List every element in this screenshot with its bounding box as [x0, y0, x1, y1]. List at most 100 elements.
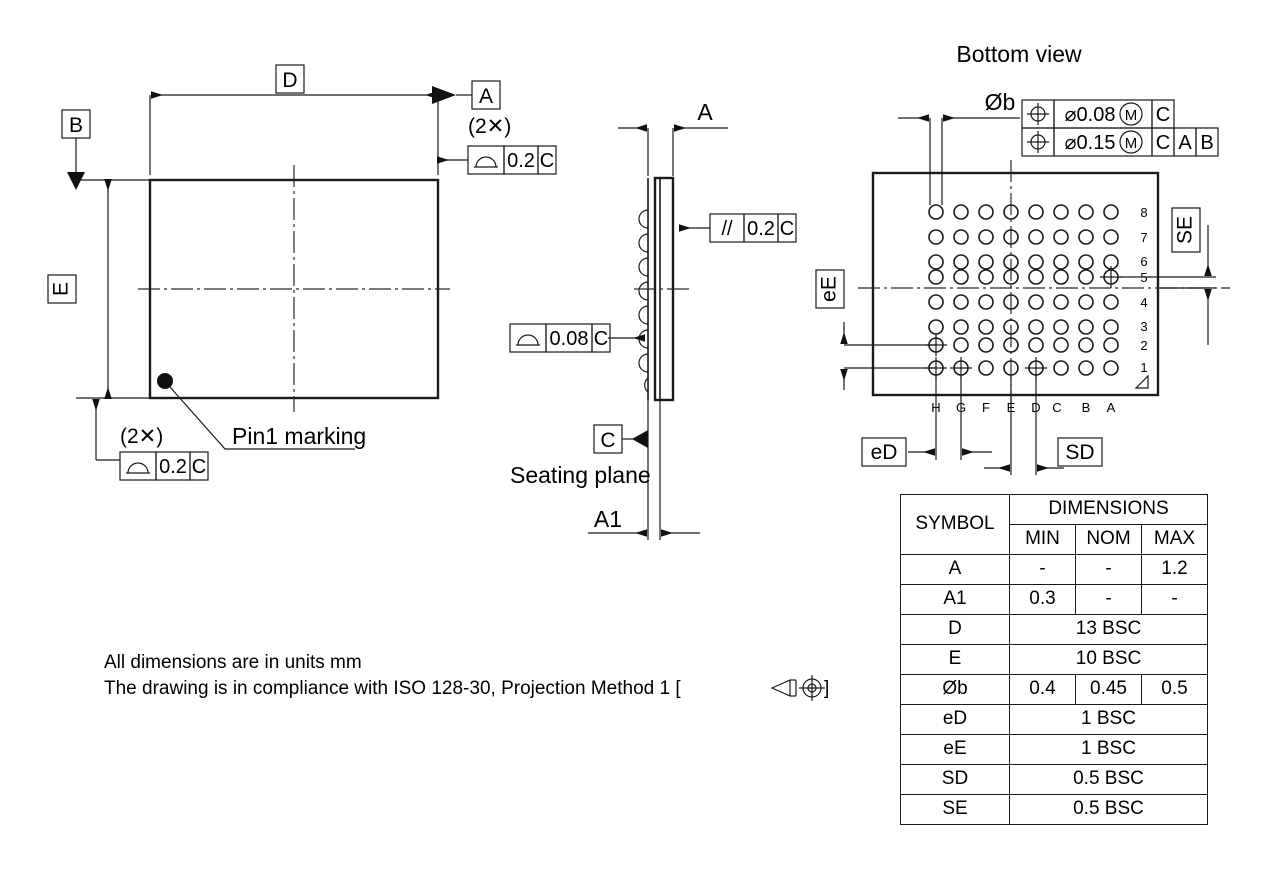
table-cell-symbol: eE: [900, 734, 1010, 765]
pin1-leader-line: [169, 386, 355, 450]
table-cell-value-span: 0.5 BSC: [1009, 794, 1208, 825]
dim-ee-box: [815, 269, 845, 309]
row-label-6: 6: [1140, 254, 1147, 269]
table-cell-nom: 0.45: [1075, 674, 1142, 705]
cone-icon: [770, 679, 791, 697]
datum-a-box: [471, 80, 501, 110]
position-icon: [1027, 131, 1049, 153]
position-icon: [1027, 103, 1049, 125]
ball-row-1: [925, 357, 1119, 379]
fcf-bottom: 0.2 C: [119, 451, 209, 481]
row-label-7: 7: [1140, 230, 1147, 245]
fcf-parallel-datum: C: [780, 218, 794, 240]
projection-method-1-icon: [770, 675, 825, 701]
table-header-nom: NOM: [1075, 524, 1142, 555]
solder-ball: [638, 353, 649, 373]
seating-plane-label: Seating plane: [510, 462, 651, 488]
profile-of-surface-icon: [517, 334, 539, 346]
dim-sd-label: SD: [1065, 441, 1094, 464]
row-label-1: 1: [1140, 360, 1147, 375]
mmc-modifier-circle: [1119, 102, 1143, 126]
fcf-position-2-modifier: M: [1125, 135, 1138, 152]
ball-row-4: [928, 294, 1119, 310]
dim-d-box: [275, 64, 305, 94]
ball-row-6: [928, 254, 1119, 270]
datum-a-triangle: [432, 86, 456, 104]
fcf-top: 0.2 C: [467, 145, 557, 175]
multiplier-bottom-label: (2✕): [120, 425, 163, 448]
dim-ed-label: eD: [871, 441, 898, 464]
table-cell-nom: -: [1075, 584, 1142, 615]
row-label-4: 4: [1140, 295, 1147, 310]
table-header-max: MAX: [1141, 524, 1208, 555]
note-line-2: The drawing is in compliance with ISO 12…: [104, 678, 681, 699]
ball-row-2: [925, 334, 1119, 356]
ball-row-8: [928, 204, 1119, 220]
table-cell-min: 0.4: [1009, 674, 1076, 705]
dim-ob-label: Øb: [985, 89, 1016, 115]
datum-c-triangle: [632, 430, 648, 448]
pin1-corner-chamfer: [1134, 374, 1149, 389]
table-row: A--1.2: [900, 554, 1208, 585]
solder-ball: [638, 257, 649, 277]
fcf-top-tolerance: 0.2: [507, 150, 535, 172]
datum-b-label: B: [69, 114, 83, 137]
table-cell-symbol: A1: [900, 584, 1010, 615]
note-line-1: All dimensions are in units mm: [104, 652, 362, 673]
solder-ball: [638, 233, 649, 253]
table-cell-value-span: 0.5 BSC: [1009, 764, 1208, 795]
note-line-2-close: ]: [824, 678, 829, 699]
dim-e-label: E: [50, 282, 73, 296]
table-cell-min: -: [1009, 554, 1076, 585]
dim-ed-box: [861, 437, 907, 467]
table-cell-value-span: 1 BSC: [1009, 704, 1208, 735]
side-view: A // 0.2 C 0.08 C C Seating plane: [509, 99, 797, 540]
table-cell-value-span: 10 BSC: [1009, 644, 1208, 675]
solder-ball: [638, 281, 649, 301]
bottom-view-title: Bottom view: [956, 41, 1082, 67]
table-cell-symbol: E: [900, 644, 1010, 675]
fcf-top-datum: C: [540, 150, 554, 172]
multiplier-top-label: (2✕): [468, 115, 511, 138]
solder-ball-profiles: [638, 209, 649, 393]
parallelism-icon: //: [721, 218, 733, 240]
row-label-2: 2: [1140, 338, 1147, 353]
col-label-b: B: [1082, 400, 1091, 415]
fcf-position-2-datum-a: A: [1178, 132, 1192, 154]
table-cell-max: 0.5: [1141, 674, 1208, 705]
table-cell-value-span: 13 BSC: [1009, 614, 1208, 645]
fcf-bottom-tolerance: 0.2: [159, 456, 187, 478]
fcf-position-2-datum-c: C: [1156, 132, 1170, 154]
datum-a-label: A: [479, 85, 493, 108]
pin1-marking-label: Pin1 marking: [232, 423, 366, 449]
row-label-3: 3: [1140, 319, 1147, 334]
table-cell-symbol: D: [900, 614, 1010, 645]
dim-ee-label: eE: [818, 276, 841, 302]
solder-ball: [638, 209, 649, 229]
row-label-8: 8: [1140, 205, 1147, 220]
fcf-position-2-tolerance: ⌀0.15: [1065, 132, 1116, 154]
dim-a-label: A: [697, 99, 713, 125]
fcf-profile-tolerance: 0.08: [550, 328, 589, 350]
dim-se-box: [1171, 207, 1201, 253]
profile-of-surface-icon: [127, 462, 149, 474]
col-label-a: A: [1107, 400, 1116, 415]
table-cell-symbol: eD: [900, 704, 1010, 735]
bottom-view: Bottom view: [815, 41, 1230, 475]
fcf-position-1-datum-c: C: [1156, 104, 1170, 126]
dim-se-label: SE: [1174, 216, 1197, 244]
dim-d-label: D: [282, 69, 297, 92]
fcf-bottom-datum: C: [192, 456, 206, 478]
fcf-profile-datum: C: [594, 328, 608, 350]
profile-of-surface-icon: [475, 156, 497, 168]
fcf-parallelism: // 0.2 C: [709, 213, 797, 243]
datum-b-triangle: [67, 172, 85, 190]
table-cell-value-span: 1 BSC: [1009, 734, 1208, 765]
fcf-position-1-tolerance: ⌀0.08: [1065, 104, 1116, 126]
